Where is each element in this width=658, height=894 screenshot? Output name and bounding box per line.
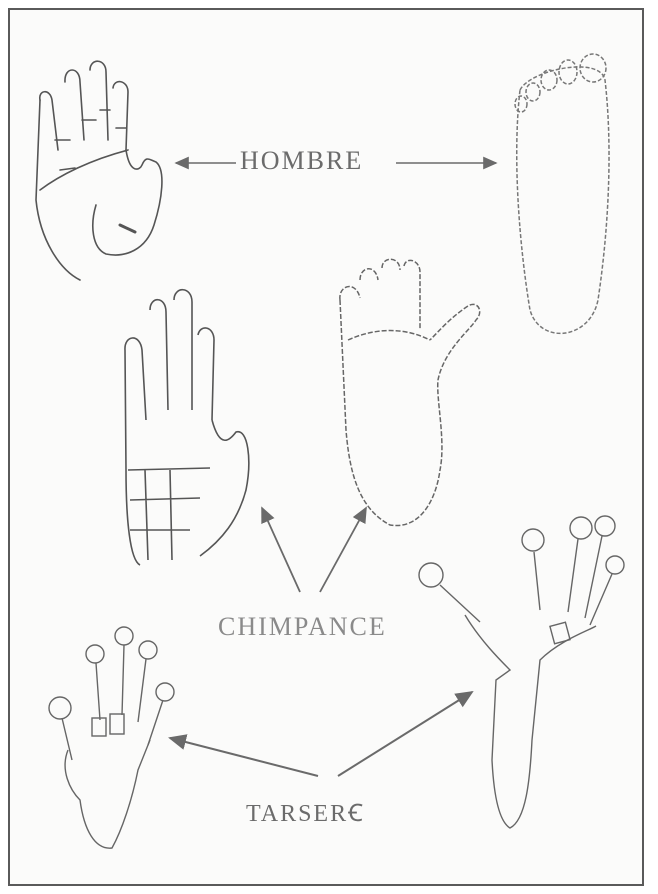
label-chimpance: CHIMPANCE (218, 612, 387, 642)
tarsier-hand-drawing (49, 627, 174, 848)
label-hombre: HOMBRE (240, 146, 363, 176)
chimpanzee-hand-drawing (125, 290, 249, 565)
tarsier-foot-drawing (419, 516, 624, 828)
label-tarsero: TARSERꞒ (246, 796, 365, 829)
human-foot-drawing (515, 54, 609, 333)
chimpanzee-foot-drawing (340, 259, 480, 525)
chimpanzee-arrows (262, 508, 366, 592)
tarsier-arrows (170, 692, 472, 776)
human-hand-drawing (36, 61, 162, 280)
